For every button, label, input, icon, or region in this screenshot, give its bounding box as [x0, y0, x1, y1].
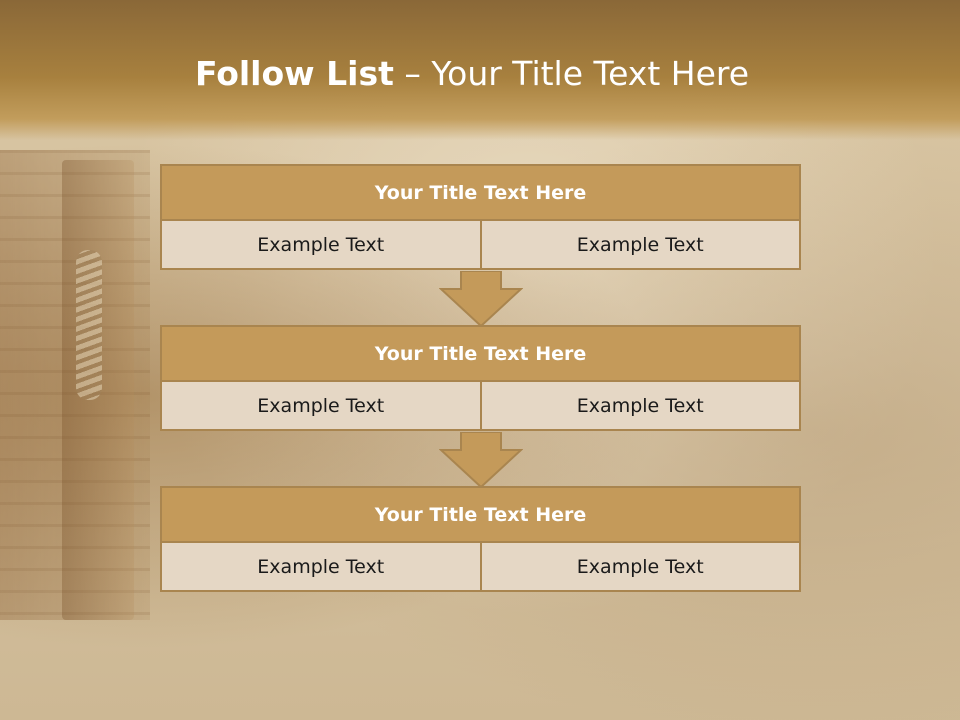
block-cell-right: Example Text — [481, 382, 801, 431]
block-row: Example Text Example Text — [160, 221, 801, 270]
block-row: Example Text Example Text — [160, 382, 801, 431]
block-cell-left: Example Text — [160, 221, 482, 270]
arrow-down-icon — [439, 271, 523, 327]
block-cell-right: Example Text — [481, 543, 801, 592]
slide-title-bold: Follow List — [194, 54, 394, 93]
list-block-1: Your Title Text Here Example Text Exampl… — [160, 164, 801, 270]
header-banner — [0, 0, 960, 140]
list-block-3: Your Title Text Here Example Text Exampl… — [160, 486, 801, 592]
wood-texture — [0, 150, 150, 620]
block-row: Example Text Example Text — [160, 543, 801, 592]
block-cell-left: Example Text — [160, 543, 482, 592]
block-title: Your Title Text Here — [160, 164, 801, 221]
rope-decoration — [76, 250, 102, 400]
arrow-down-icon — [439, 432, 523, 488]
block-title: Your Title Text Here — [160, 325, 801, 382]
slide-title-rest: – Your Title Text Here — [393, 54, 750, 93]
slide-title: Follow List – Your Title Text Here — [0, 54, 944, 93]
list-block-2: Your Title Text Here Example Text Exampl… — [160, 325, 801, 431]
block-cell-right: Example Text — [481, 221, 801, 270]
block-cell-left: Example Text — [160, 382, 482, 431]
block-title: Your Title Text Here — [160, 486, 801, 543]
